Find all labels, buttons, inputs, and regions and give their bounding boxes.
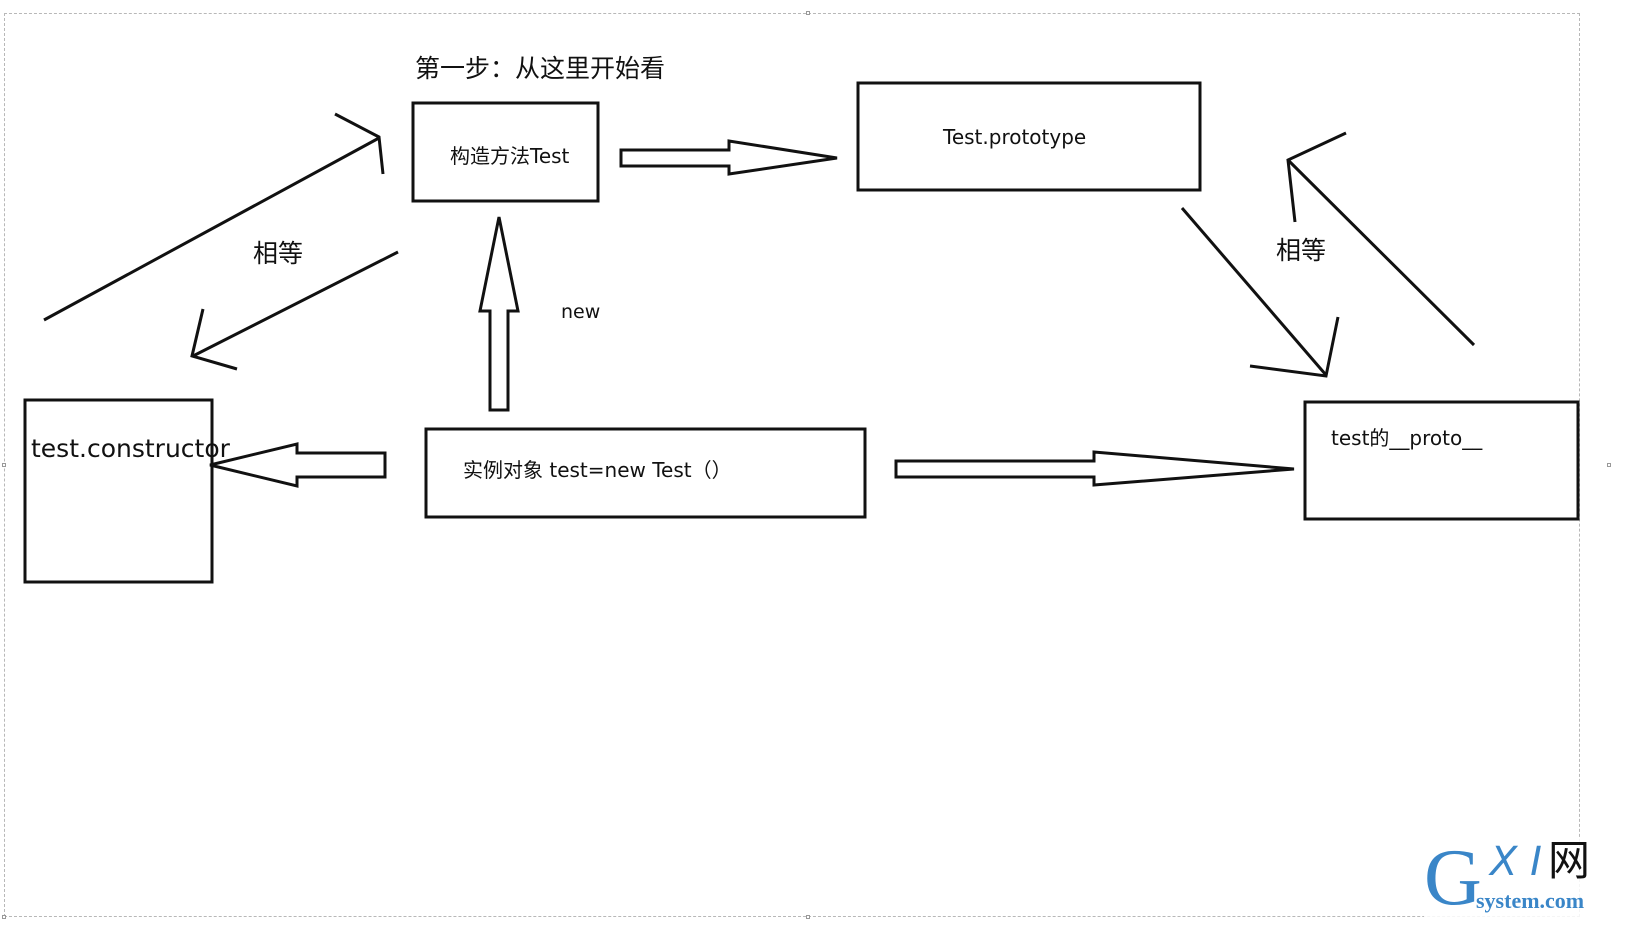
arrow-line-down-right bbox=[1180, 207, 1328, 376]
arrow-constructor-to-prototype bbox=[619, 139, 838, 176]
arrow-head-down-left bbox=[190, 308, 238, 371]
instance-box-label: 实例对象 test=new Test（） bbox=[463, 458, 732, 482]
arrow-instance-to-proto bbox=[894, 450, 1295, 487]
constructor-box-label: 构造方法Test bbox=[450, 144, 570, 168]
arrow-line-up-right bbox=[43, 136, 380, 322]
prototype-box bbox=[856, 81, 1202, 192]
watermark-logo: G X I 网 system.com bbox=[1424, 838, 1624, 928]
constructor-prop-label: test.constructor bbox=[31, 434, 230, 463]
frame-handle-right[interactable] bbox=[1607, 463, 1611, 467]
instance-box bbox=[424, 427, 867, 519]
frame-handle-left[interactable] bbox=[2, 463, 6, 467]
prototype-box-label: Test.prototype bbox=[943, 125, 1087, 149]
watermark-net: 网 bbox=[1548, 836, 1591, 885]
watermark-site: system.com bbox=[1476, 888, 1585, 913]
constructor-box bbox=[411, 101, 600, 203]
proto-box-label: test的__proto__ bbox=[1331, 426, 1483, 450]
arrow-head-up-right bbox=[334, 112, 385, 175]
frame-handle-top[interactable] bbox=[806, 11, 810, 15]
equal-label-left: 相等 bbox=[253, 239, 304, 268]
arrow-line-up-left bbox=[1286, 158, 1476, 347]
frame-handle-bottom-left[interactable] bbox=[2, 915, 6, 919]
step-title: 第一步：从这里开始看 bbox=[415, 54, 666, 83]
arrow-line-down-left bbox=[192, 250, 399, 358]
frame-handle-bottom[interactable] bbox=[806, 915, 810, 919]
watermark-g: G bbox=[1424, 834, 1482, 922]
new-label: new bbox=[561, 301, 601, 323]
watermark-x: X I bbox=[1490, 839, 1542, 885]
constructor-prop-box bbox=[23, 398, 214, 584]
arrow-instance-to-constructor-prop bbox=[209, 442, 387, 488]
arrow-instance-to-constructor bbox=[478, 216, 520, 412]
arrow-head-down-right bbox=[1249, 316, 1340, 378]
proto-box bbox=[1303, 400, 1580, 521]
arrow-head-up-left bbox=[1286, 131, 1347, 223]
equal-label-right: 相等 bbox=[1276, 236, 1327, 265]
